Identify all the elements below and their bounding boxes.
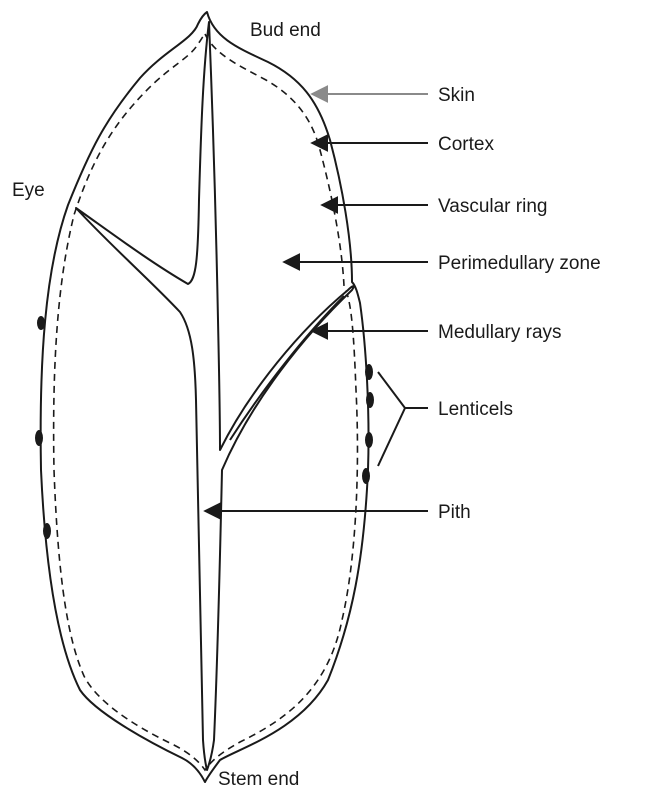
lenticel-dot: [35, 430, 43, 446]
eye-label: Eye: [12, 180, 45, 201]
lenticel-dot: [43, 523, 51, 539]
cortex-label: Cortex: [438, 134, 494, 155]
lenticel-dot: [362, 468, 370, 484]
pith-label: Pith: [438, 502, 471, 523]
lenticels-bracket: [378, 372, 405, 466]
skin-label: Skin: [438, 85, 475, 106]
lenticels-label: Lenticels: [438, 399, 513, 420]
lenticel-dot: [365, 432, 373, 448]
perimedullary-zone-label: Perimedullary zone: [438, 253, 601, 274]
lenticel-dot: [365, 364, 373, 380]
lenticel-dot: [366, 392, 374, 408]
vascular-ring-label: Vascular ring: [438, 196, 547, 217]
medullary-rays-label: Medullary rays: [438, 322, 562, 343]
lenticel-dot: [37, 316, 45, 330]
pith-shape: [76, 22, 354, 770]
bud-end-label: Bud end: [250, 20, 321, 41]
stem-end-label: Stem end: [218, 769, 299, 790]
